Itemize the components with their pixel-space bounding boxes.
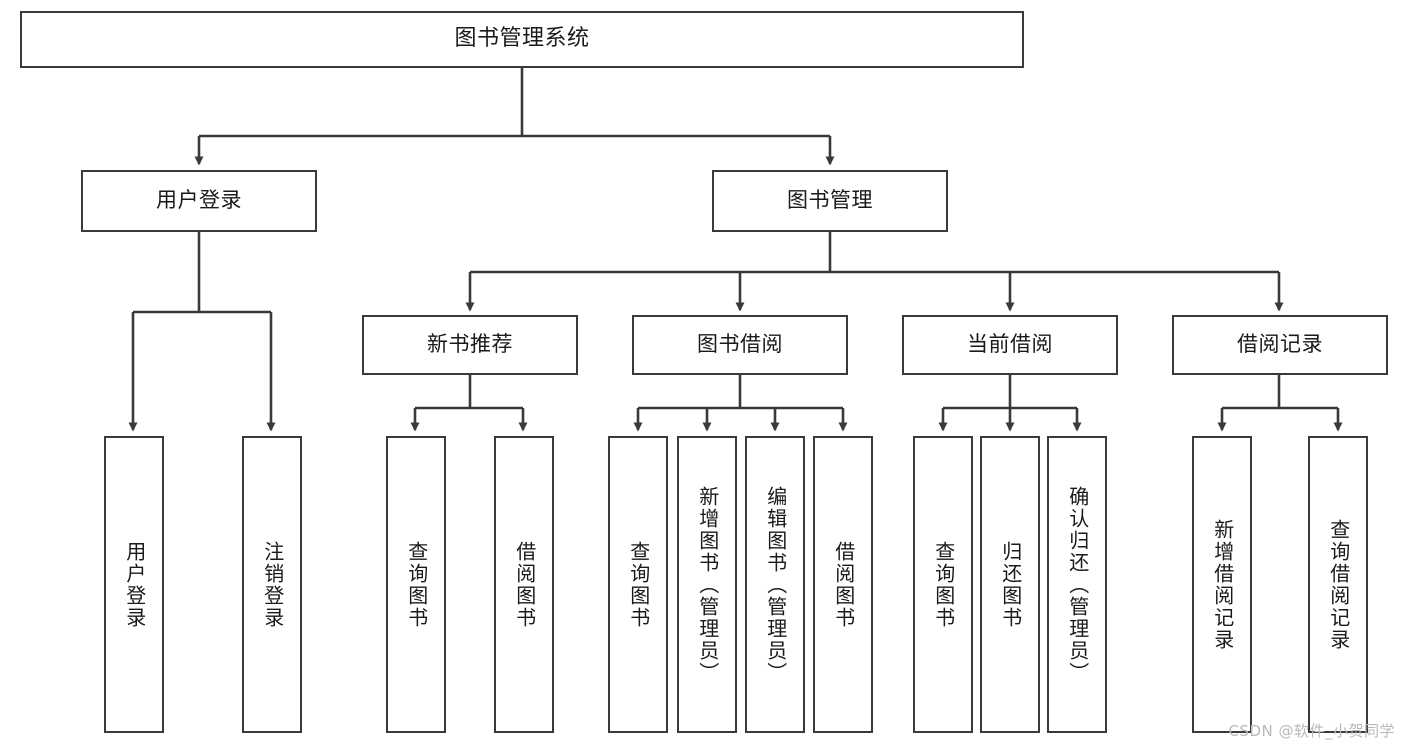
watermark-text: CSDN @软件_小贺同学 [1228,722,1395,740]
node-label: 新增图书（管理员） [695,485,720,684]
node-label: 注销登录 [260,540,285,629]
node-leaf-current-borrow-3[interactable]: 确认归还（管理员） [1047,436,1107,733]
node-label: 用户登录 [122,540,147,629]
node-leaf-user-login-2[interactable]: 注销登录 [242,436,302,733]
node-leaf-current-borrow-2[interactable]: 归还图书 [980,436,1040,733]
node-borrow-record[interactable]: 借阅记录 [1172,315,1388,375]
node-leaf-new-book-1[interactable]: 查询图书 [386,436,446,733]
node-user-login[interactable]: 用户登录 [81,170,317,232]
node-label: 借阅图书 [512,540,537,629]
node-leaf-user-login-1[interactable]: 用户登录 [104,436,164,733]
node-label: 查询图书 [626,540,651,629]
node-leaf-borrow-record-2[interactable]: 查询借阅记录 [1308,436,1368,733]
node-book-borrow[interactable]: 图书借阅 [632,315,848,375]
node-leaf-book-borrow-4[interactable]: 借阅图书 [813,436,873,733]
node-label: 查询借阅记录 [1326,518,1351,651]
node-label: 查询图书 [404,540,429,629]
node-label: 借阅记录 [1237,332,1323,357]
node-root-book-management-system[interactable]: 图书管理系统 [20,11,1024,68]
node-label: 确认归还（管理员） [1065,485,1090,684]
node-book-management[interactable]: 图书管理 [712,170,948,232]
node-label: 用户登录 [156,188,242,213]
node-current-borrow[interactable]: 当前借阅 [902,315,1118,375]
node-label: 当前借阅 [967,332,1053,357]
node-leaf-new-book-2[interactable]: 借阅图书 [494,436,554,733]
node-label: 图书管理 [787,188,873,213]
node-leaf-current-borrow-1[interactable]: 查询图书 [913,436,973,733]
node-leaf-book-borrow-2[interactable]: 新增图书（管理员） [677,436,737,733]
node-leaf-book-borrow-1[interactable]: 查询图书 [608,436,668,733]
node-new-book-recommend[interactable]: 新书推荐 [362,315,578,375]
node-label: 查询图书 [931,540,956,629]
node-label: 借阅图书 [831,540,856,629]
node-leaf-book-borrow-3[interactable]: 编辑图书（管理员） [745,436,805,733]
node-label: 图书借阅 [697,332,783,357]
node-leaf-borrow-record-1[interactable]: 新增借阅记录 [1192,436,1252,733]
node-label: 新书推荐 [427,332,513,357]
node-label: 图书管理系统 [454,26,590,52]
node-label: 编辑图书（管理员） [763,485,788,684]
node-label: 归还图书 [998,540,1023,629]
node-label: 新增借阅记录 [1210,518,1235,651]
